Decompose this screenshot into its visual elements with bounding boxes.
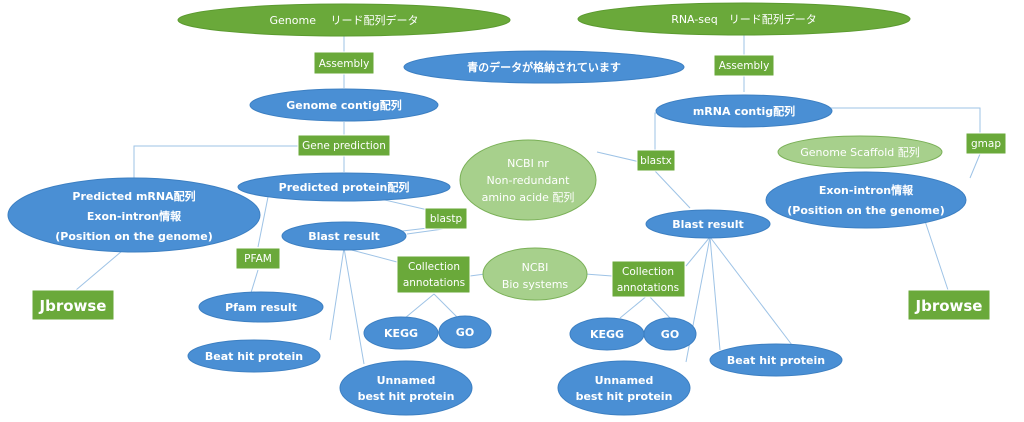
assembly-box-left: Assembly: [313, 51, 375, 75]
jbrowse-label: Jbrowse: [915, 297, 983, 315]
rnaseq-reads-label: RNA-seq リード配列データ: [671, 12, 817, 26]
edge: [820, 107, 981, 133]
blue-note-label: 青のデータが格納されています: [467, 60, 621, 74]
blastp-label: blastp: [430, 213, 463, 225]
collection-line: Collection: [408, 261, 460, 273]
mrna-contig-label: mRNA contig配列: [693, 104, 795, 118]
unnamed-right-node: Unnamed best hit protein: [557, 360, 691, 416]
blast-result-label: Blast result: [308, 230, 380, 243]
blast-result-right-node: Blast result: [645, 209, 771, 239]
genome-scaffold-label: Genome Scaffold 配列: [800, 145, 920, 159]
predicted-protein-node: Predicted protein配列: [237, 172, 451, 202]
go-left-node: GO: [438, 315, 492, 349]
edge: [709, 236, 721, 351]
edge: [433, 293, 459, 319]
edge: [619, 294, 649, 319]
edge: [404, 293, 435, 319]
collection-line: annotations: [617, 282, 679, 294]
ncbi-bio-line: Bio systems: [502, 278, 569, 291]
exon-intron-line: (Position on the genome): [787, 204, 944, 217]
blastx-box: blastx: [636, 149, 676, 172]
collection-right-box: Collection annotations: [611, 260, 686, 298]
assembly-label: Assembly: [319, 58, 370, 70]
collection-left-box: Collection annotations: [396, 255, 471, 294]
unnamed-line: Unnamed: [377, 374, 436, 387]
collection-line: Collection: [622, 266, 674, 278]
genome-contig-label: Genome contig配列: [286, 98, 401, 112]
ncbi-nr-node: NCBI nr Non-redundant amino acide 配列: [459, 139, 597, 221]
gmap-box: gmap: [965, 132, 1007, 155]
blast-result-left-node: Blast result: [281, 221, 407, 251]
gene-prediction-label: Gene prediction: [302, 140, 386, 152]
unnamed-line: best hit protein: [576, 390, 673, 403]
jbrowse-left-box: Jbrowse: [31, 289, 115, 321]
beat-hit-label: Beat hit protein: [205, 350, 303, 363]
predicted-mrna-line: Predicted mRNA配列: [72, 189, 195, 203]
edge: [709, 236, 793, 346]
predicted-mrna-line: (Position on the genome): [55, 230, 212, 243]
edge: [685, 236, 711, 267]
edge: [133, 145, 298, 178]
ncbi-bio-line: NCBI: [522, 261, 549, 274]
gene-prediction-box: Gene prediction: [297, 134, 391, 157]
kegg-right-node: KEGG: [569, 317, 645, 351]
jbrowse-right-box: Jbrowse: [907, 289, 991, 321]
edge: [647, 294, 671, 319]
kegg-label: KEGG: [384, 327, 418, 340]
jbrowse-label: Jbrowse: [39, 297, 107, 315]
genome-reads-node: Genome リード配列データ: [177, 3, 511, 37]
mrna-contig-node: mRNA contig配列: [655, 94, 833, 128]
edge: [469, 273, 486, 277]
exon-intron-line: Exon-intron情報: [819, 183, 914, 197]
pfam-label: PFAM: [244, 253, 272, 265]
rnaseq-reads-node: RNA-seq リード配列データ: [577, 2, 911, 36]
edge: [654, 170, 691, 209]
ncbi-nr-line: Non-redundant: [487, 174, 571, 187]
kegg-label: KEGG: [590, 328, 624, 341]
assembly-box-right: Assembly: [713, 54, 775, 77]
ncbi-bio-node: NCBI Bio systems: [482, 247, 588, 301]
gmap-label: gmap: [971, 138, 1001, 150]
genome-scaffold-node: Genome Scaffold 配列: [777, 135, 943, 169]
go-label: GO: [456, 326, 474, 339]
unnamed-line: Unnamed: [595, 374, 654, 387]
blue-note-node: 青のデータが格納されています: [403, 50, 685, 84]
predicted-mrna-node: Predicted mRNA配列 Exon-intron情報 (Position…: [7, 177, 261, 253]
exon-intron-right-node: Exon-intron情報 (Position on the genome): [765, 171, 967, 229]
predicted-mrna-line: Exon-intron情報: [87, 209, 182, 223]
edge: [969, 153, 981, 179]
blastx-label: blastx: [640, 155, 672, 167]
edge: [257, 196, 269, 248]
predicted-protein-label: Predicted protein配列: [279, 180, 410, 194]
edge: [329, 247, 345, 341]
edge: [584, 273, 613, 277]
pfam-result-label: Pfam result: [225, 301, 297, 314]
blast-result-label: Blast result: [672, 218, 744, 231]
ncbi-nr-line: amino acide 配列: [482, 190, 575, 204]
edge: [924, 220, 949, 291]
pfam-result-node: Pfam result: [198, 291, 324, 323]
genome-contig-node: Genome contig配列: [249, 88, 439, 122]
edge: [75, 250, 123, 291]
kegg-left-node: KEGG: [363, 316, 439, 350]
beat-hit-left-node: Beat hit protein: [187, 339, 321, 373]
edge: [596, 151, 641, 163]
go-label: GO: [661, 328, 679, 341]
edge: [343, 247, 365, 365]
beat-hit-right-node: Beat hit protein: [709, 343, 843, 377]
beat-hit-label: Beat hit protein: [727, 354, 825, 367]
unnamed-left-node: Unnamed best hit protein: [339, 360, 473, 416]
blastp-box: blastp: [424, 207, 468, 230]
unnamed-line: best hit protein: [358, 390, 455, 403]
ncbi-nr-line: NCBI nr: [507, 157, 549, 170]
genome-reads-label: Genome リード配列データ: [270, 13, 419, 27]
assembly-label: Assembly: [719, 60, 770, 72]
collection-line: annotations: [403, 277, 465, 289]
go-right-node: GO: [643, 317, 697, 351]
pfam-box: PFAM: [235, 247, 281, 270]
